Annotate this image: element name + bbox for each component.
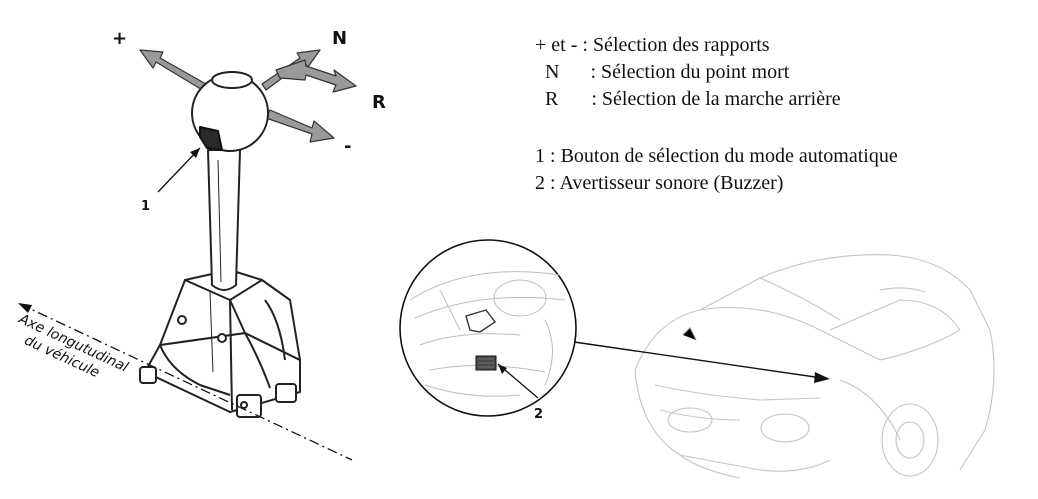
car-sketch <box>634 254 995 479</box>
legend-item-2: 2 : Avertisseur sonore (Buzzer) <box>535 172 783 194</box>
callout-1: 1 <box>141 147 201 214</box>
label-neutral: N <box>332 28 347 49</box>
dashboard-mark <box>682 327 697 341</box>
callout-2: 2 <box>497 363 543 422</box>
lever-base <box>139 269 301 418</box>
label-plus: + <box>112 28 127 49</box>
legend: + et - : Sélection des rapports N : Séle… <box>535 34 898 194</box>
arrow-minus-icon <box>265 109 335 143</box>
switch-outline <box>465 309 497 333</box>
svg-text:1: 1 <box>141 199 150 214</box>
label-minus: - <box>344 136 351 157</box>
legend-item-reverse: R : Sélection de la marche arrière <box>545 88 841 110</box>
arrow-reverse-icon <box>275 59 357 93</box>
label-reverse: R <box>372 92 386 113</box>
lever-shaft <box>207 149 241 291</box>
legend-item-1: 1 : Bouton de sélection du mode automati… <box>535 145 898 167</box>
pointer-arrow <box>573 341 830 383</box>
legend-item-neutral: N : Sélection du point mort <box>545 61 790 83</box>
legend-item-plus-minus: + et - : Sélection des rapports <box>535 34 770 56</box>
auto-mode-button <box>199 126 223 151</box>
svg-text:2: 2 <box>534 407 543 422</box>
dashboard-detail-circle <box>399 239 577 417</box>
gear-lever-illustration <box>139 49 357 418</box>
lever-knob <box>191 71 269 152</box>
